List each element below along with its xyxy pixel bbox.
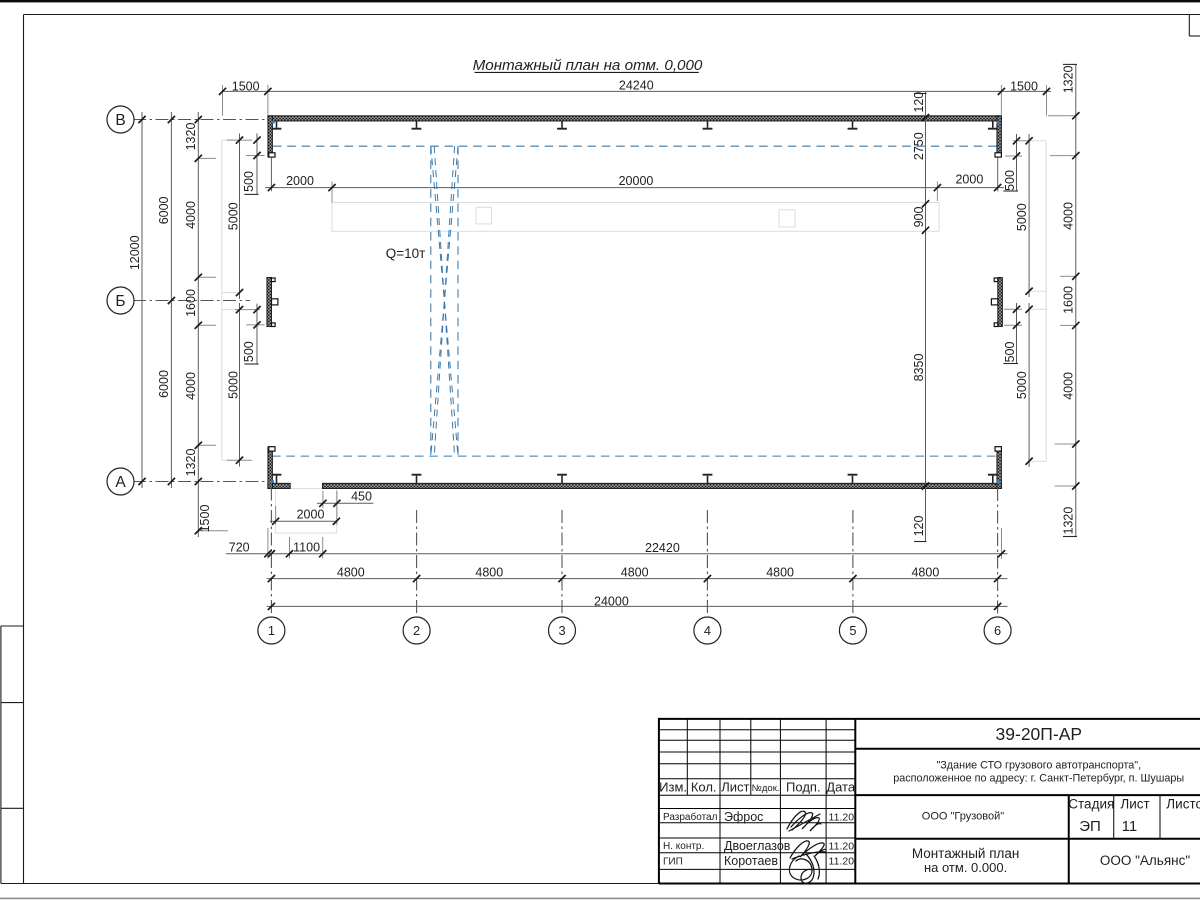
svg-text:Стадия: Стадия [1068, 797, 1114, 812]
svg-text:Лист: Лист [1120, 797, 1149, 812]
svg-text:Эфрос: Эфрос [724, 810, 763, 824]
svg-text:1320: 1320 [184, 449, 198, 477]
svg-text:500: 500 [1003, 342, 1017, 363]
svg-text:6: 6 [994, 623, 1001, 638]
svg-text:2000: 2000 [955, 173, 983, 187]
svg-text:20000: 20000 [619, 174, 654, 188]
svg-text:8350: 8350 [912, 354, 926, 382]
svg-text:ООО "Грузовой": ООО "Грузовой" [922, 810, 1004, 822]
svg-text:24000: 24000 [594, 594, 629, 608]
svg-text:3: 3 [558, 623, 565, 638]
svg-text:120: 120 [912, 516, 926, 537]
svg-text:4800: 4800 [911, 565, 939, 579]
svg-text:720: 720 [229, 540, 250, 554]
svg-text:4800: 4800 [766, 565, 794, 579]
svg-text:Q=10т: Q=10т [386, 246, 426, 261]
svg-text:на отм. 0.000.: на отм. 0.000. [924, 860, 1007, 875]
svg-text:1500: 1500 [232, 80, 260, 94]
svg-text:Монтажный план на отм. 0,000: Монтажный план на отм. 0,000 [473, 57, 703, 74]
svg-text:11.20: 11.20 [829, 840, 855, 852]
svg-text:5000: 5000 [1015, 203, 1029, 231]
svg-text:4000: 4000 [184, 372, 198, 400]
svg-text:5000: 5000 [226, 202, 240, 230]
svg-text:6000: 6000 [157, 196, 171, 224]
svg-text:4: 4 [704, 623, 711, 638]
svg-text:Монтажный план: Монтажный план [912, 846, 1020, 861]
svg-text:5: 5 [849, 623, 856, 638]
svg-text:11: 11 [1122, 818, 1138, 835]
svg-text:2: 2 [413, 623, 420, 638]
svg-text:Лист: Лист [721, 780, 749, 795]
svg-text:Н. контр.: Н. контр. [663, 841, 704, 852]
svg-text:11.20: 11.20 [829, 811, 855, 823]
svg-text:1100: 1100 [293, 540, 320, 554]
svg-text:4800: 4800 [475, 565, 503, 579]
svg-text:39-20П-АР: 39-20П-АР [996, 724, 1083, 744]
svg-text:5000: 5000 [226, 371, 240, 399]
svg-text:1320: 1320 [1062, 65, 1076, 93]
svg-text:ГИП: ГИП [663, 856, 683, 867]
svg-text:1: 1 [268, 623, 275, 638]
svg-text:900: 900 [912, 207, 926, 228]
svg-text:6000: 6000 [157, 370, 171, 398]
svg-text:1320: 1320 [184, 123, 198, 151]
svg-text:500: 500 [1003, 170, 1017, 191]
svg-text:4800: 4800 [337, 565, 365, 579]
svg-text:А: А [115, 474, 126, 491]
svg-text:Двоеглазов: Двоеглазов [724, 839, 791, 853]
svg-text:4800: 4800 [621, 565, 649, 579]
svg-text:1600: 1600 [1062, 286, 1076, 314]
svg-text:1500: 1500 [1010, 80, 1038, 94]
svg-text:Б: Б [115, 293, 125, 310]
svg-text:4000: 4000 [1062, 372, 1076, 400]
svg-text:Листов: Листов [1166, 797, 1200, 812]
svg-text:2750: 2750 [912, 132, 926, 160]
svg-text:Дата: Дата [826, 780, 856, 795]
svg-text:Кол.: Кол. [691, 780, 717, 795]
svg-text:11.20: 11.20 [829, 856, 855, 868]
svg-text:4000: 4000 [1062, 202, 1076, 230]
svg-text:12000: 12000 [128, 235, 142, 270]
svg-text:расположенное по адресу: г. Са: расположенное по адресу: г. Санкт-Петерб… [893, 772, 1184, 784]
svg-text:2000: 2000 [297, 508, 325, 522]
svg-text:Изм.: Изм. [659, 780, 687, 795]
svg-text:ООО "Альянс": ООО "Альянс" [1100, 853, 1190, 868]
svg-text:4000: 4000 [184, 201, 198, 229]
svg-text:500: 500 [242, 341, 256, 362]
svg-text:24240: 24240 [619, 79, 654, 93]
svg-text:В: В [115, 112, 125, 129]
svg-text:"Здание СТО грузового автотран: "Здание СТО грузового автотранспорта", [936, 760, 1141, 772]
svg-text:120: 120 [912, 92, 926, 113]
svg-text:ЭП: ЭП [1079, 818, 1101, 835]
svg-text:500: 500 [242, 171, 256, 192]
svg-text:№док.: №док. [752, 783, 780, 794]
svg-text:1500: 1500 [198, 505, 212, 533]
svg-text:2000: 2000 [286, 174, 314, 188]
svg-text:450: 450 [351, 489, 372, 503]
svg-text:Разработал: Разработал [663, 811, 718, 823]
svg-text:1320: 1320 [1062, 507, 1076, 535]
svg-text:22420: 22420 [645, 541, 680, 555]
svg-text:1600: 1600 [184, 289, 198, 317]
svg-text:Коротаев: Коротаев [724, 854, 778, 868]
svg-text:Подп.: Подп. [786, 780, 821, 795]
svg-text:5000: 5000 [1015, 371, 1029, 399]
